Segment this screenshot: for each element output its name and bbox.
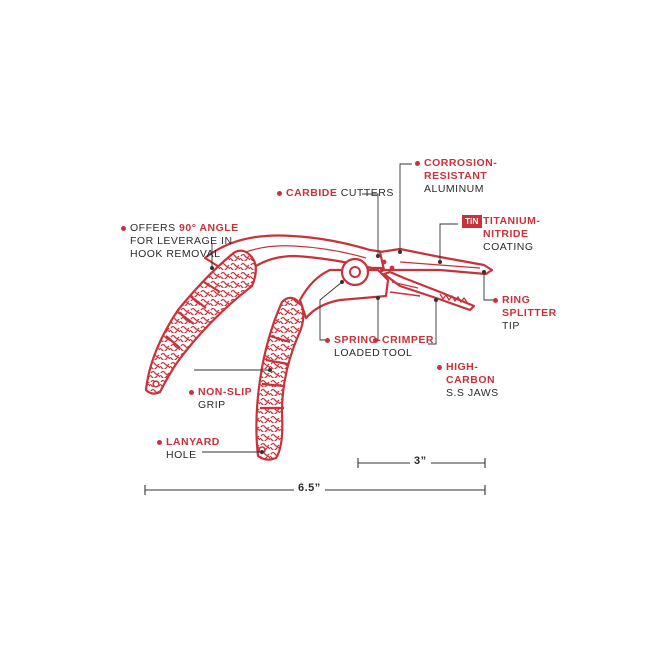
leader-aluminum bbox=[399, 163, 412, 252]
callout-crimper: CRIMPER TOOL bbox=[373, 334, 434, 360]
callout-jaws: HIGH- CARBON S.S JAWS bbox=[437, 361, 499, 400]
callout-cutters: CARBIDE CUTTERS bbox=[277, 187, 394, 200]
upper-arm-inner-line bbox=[231, 245, 367, 259]
callout-splitter: RING SPLITTER TIP bbox=[493, 294, 557, 333]
tin-badge: TiN bbox=[462, 215, 482, 228]
lower-jaw bbox=[382, 270, 476, 312]
jaw-serrations bbox=[439, 293, 468, 304]
pivot-inner bbox=[349, 266, 361, 278]
callout-aluminum: CORROSION- RESISTANT ALUMINUM bbox=[415, 157, 497, 196]
callout-spring: SPRING- LOADED bbox=[325, 334, 381, 360]
leader-splitter bbox=[483, 272, 496, 301]
dimension-jaw-label: 3” bbox=[410, 455, 431, 467]
lower-arm-frame bbox=[298, 268, 390, 320]
callout-grip: NON-SLIP GRIP bbox=[189, 386, 252, 412]
leader-cutters bbox=[362, 193, 379, 256]
left-lanyard-hole bbox=[152, 380, 160, 388]
callout-coating: TITANIUM- NITRIDE COATING bbox=[483, 215, 541, 253]
callout-lanyard: LANYARD HOLE bbox=[157, 436, 220, 462]
leader-coating bbox=[439, 223, 458, 262]
dimension-overall-label: 6.5” bbox=[294, 482, 325, 494]
leader-jaws bbox=[428, 300, 437, 345]
leader-spring bbox=[319, 281, 343, 341]
upper-jaw bbox=[378, 247, 494, 276]
right-grip bbox=[255, 296, 305, 461]
callout-angle: OFFERS 90° ANGLE FOR LEVERAGE IN HOOK RE… bbox=[121, 222, 239, 261]
left-grip bbox=[144, 249, 257, 395]
